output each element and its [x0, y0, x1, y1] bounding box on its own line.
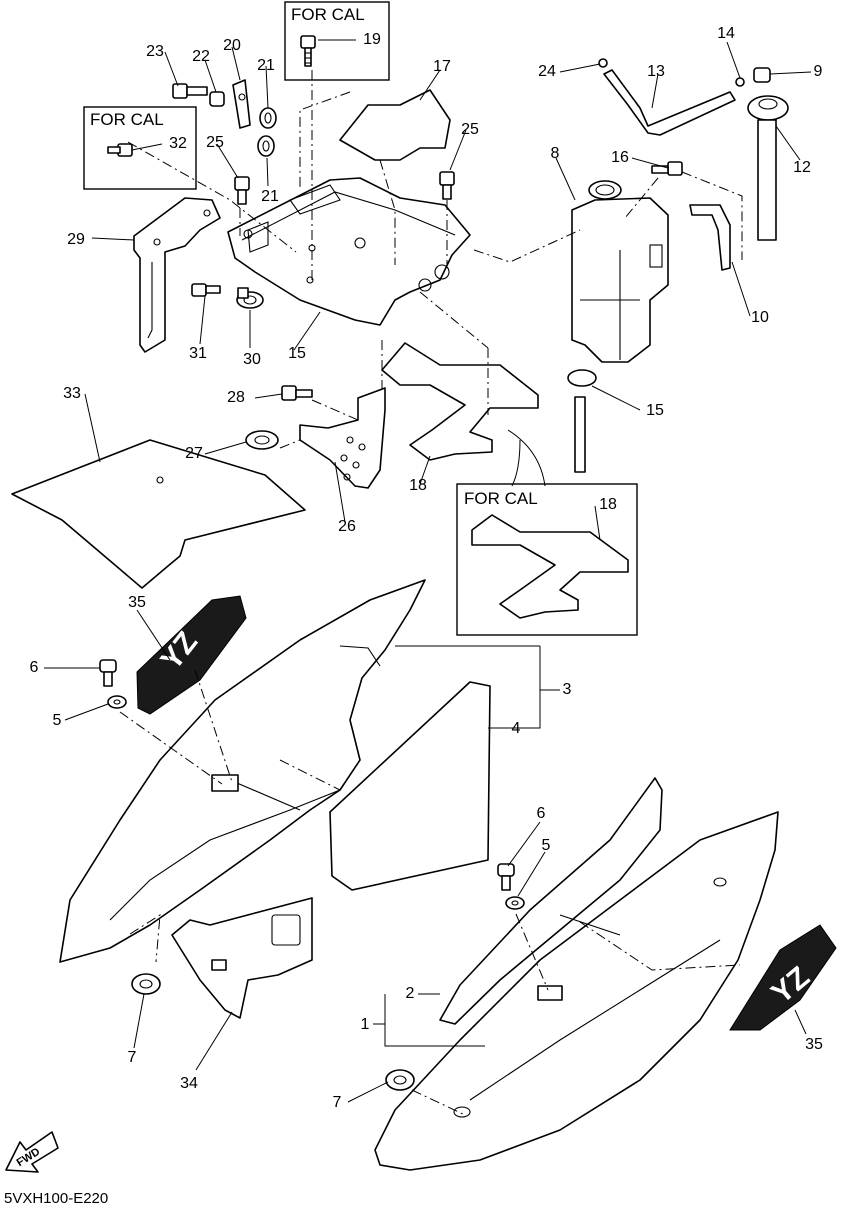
part-label: 8 — [551, 145, 560, 162]
part-label: 6 — [30, 659, 39, 676]
bolt-25-left-icon — [234, 176, 250, 205]
part-label: 25 — [206, 134, 224, 151]
part-label: 24 — [538, 63, 556, 80]
part-label: 20 — [223, 37, 241, 54]
bolt-31-icon — [191, 283, 221, 297]
part-label: 34 — [180, 1075, 198, 1092]
clip-13-icon — [735, 77, 745, 87]
part-label: 18 — [599, 496, 617, 513]
part-label: 2 — [406, 985, 415, 1002]
number-plate-2 — [439, 777, 663, 1025]
for-cal-box-18: FOR CAL — [456, 483, 638, 636]
part-label: 4 — [512, 720, 521, 737]
bolt-16-icon — [651, 161, 683, 176]
for-cal-label: FOR CAL — [90, 110, 164, 129]
part-label: 33 — [63, 385, 81, 402]
part-label: 27 — [185, 445, 203, 462]
part-label: 1 — [361, 1016, 370, 1033]
part-label: 12 — [793, 159, 811, 176]
bolt-6-right-icon — [497, 863, 515, 891]
part-label: 26 — [338, 518, 356, 535]
hose-12 — [603, 69, 736, 136]
hose-10 — [689, 204, 731, 271]
diagram-code: 5VXH100-E220 — [4, 1190, 108, 1207]
part-label: 30 — [243, 351, 261, 368]
grommet-7-right-icon — [385, 1069, 415, 1091]
part-label: 35 — [805, 1036, 823, 1053]
part-label: 19 — [363, 31, 381, 48]
part-label: 32 — [169, 135, 187, 152]
part-label: 31 — [189, 345, 207, 362]
for-cal-box-19: FOR CAL — [284, 1, 390, 81]
side-cover-1-right — [374, 811, 779, 1171]
part-label: 18 — [409, 477, 427, 494]
part-label: 15 — [288, 345, 306, 362]
grommet-21-lower-icon — [257, 135, 275, 157]
for-cal-label: FOR CAL — [464, 489, 538, 508]
clamp-14-icon — [567, 369, 597, 473]
part-label: 16 — [611, 149, 629, 166]
assembly-lines — [119, 70, 743, 1118]
bolt-19-icon — [300, 35, 316, 67]
bolt-23-icon — [172, 83, 208, 99]
decal-35-left: YZ — [136, 595, 247, 715]
heat-shield-17 — [339, 89, 451, 161]
part-label: 9 — [814, 63, 823, 80]
part-label: 3 — [563, 681, 572, 698]
bolt-28-icon — [281, 385, 313, 401]
fwd-arrow-icon: FWD — [5, 1131, 59, 1173]
cap-11 — [747, 95, 789, 241]
clamp-30-icon — [236, 287, 264, 309]
part-number-labels: 23 22 20 21 21 19 17 25 25 32 29 31 30 1… — [30, 25, 823, 1111]
clip-24-icon — [598, 58, 608, 68]
part-label: 5 — [542, 837, 551, 854]
number-plate-4 — [329, 681, 491, 891]
part-label: 22 — [192, 48, 210, 65]
washer-5-right-icon — [505, 896, 525, 910]
part-label: 14 — [717, 25, 735, 42]
part-label: 28 — [227, 389, 245, 406]
grommet-21-upper-icon — [259, 107, 277, 129]
part-label: 21 — [257, 57, 275, 74]
clamp-27-icon — [245, 430, 279, 450]
part-label: 7 — [333, 1094, 342, 1111]
part-label: 25 — [461, 121, 479, 138]
bolt-6-left-icon — [99, 659, 117, 687]
part-label: 15 — [646, 402, 664, 419]
part-label: 21 — [261, 188, 279, 205]
heat-shield-18-alt — [471, 514, 629, 619]
bolt-25-right-icon — [439, 171, 455, 200]
part-label: 35 — [128, 594, 146, 611]
part-label: 7 — [128, 1049, 137, 1066]
heat-shield-18 — [381, 342, 539, 461]
for-cal-label: FOR CAL — [291, 5, 365, 24]
heat-guard-33 — [171, 897, 313, 1019]
part-label: 10 — [751, 309, 769, 326]
leader-lines — [44, 39, 812, 1103]
bracket-20-icon — [232, 79, 251, 129]
part-label: 13 — [647, 63, 665, 80]
part-label: 29 — [67, 231, 85, 248]
part-label: 17 — [433, 58, 451, 75]
part-label: 23 — [146, 43, 164, 60]
grommet-7-left-icon — [131, 973, 161, 995]
coolant-tank-8 — [571, 180, 669, 363]
part-label: 5 — [53, 712, 62, 729]
part-label: 6 — [537, 805, 546, 822]
washer-5-left-icon — [107, 695, 127, 709]
collar-22-icon — [209, 91, 225, 107]
bracket-26 — [299, 387, 386, 489]
pad-34 — [11, 439, 306, 589]
bracket-29 — [133, 197, 221, 353]
clip-9-icon — [753, 67, 771, 83]
for-cal-box-32: FOR CAL — [83, 106, 197, 190]
side-cover-3-left — [59, 579, 426, 963]
